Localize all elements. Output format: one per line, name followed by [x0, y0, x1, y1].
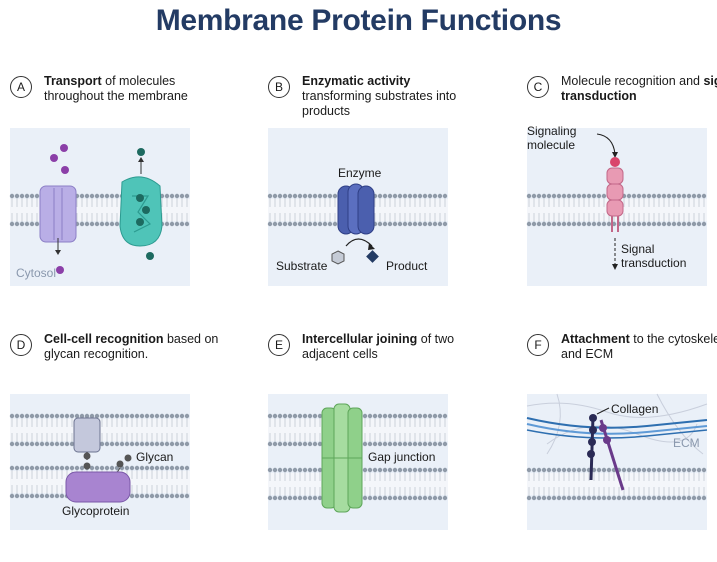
- panel-caption: Transport of molecules throughout the me…: [44, 74, 188, 103]
- membrane-diagram: [267, 403, 448, 513]
- cytosol-label: Cytosol: [16, 266, 57, 280]
- glycan-bead: [83, 452, 91, 460]
- membrane-scene: Signaling molecule Signal transduction: [526, 124, 707, 286]
- page-title: Membrane Protein Functions: [155, 4, 562, 37]
- substrate-label: Substrate: [276, 259, 328, 273]
- membrane-diagram: [9, 144, 190, 274]
- molecule: [142, 206, 150, 214]
- molecule: [146, 252, 154, 260]
- panel-letter: D: [10, 334, 32, 356]
- panel-caption: Intercellular joining of two adjacent ce…: [302, 332, 455, 361]
- gap-junction-label: Gap junction: [368, 450, 436, 464]
- enzyme-label: Enzyme: [338, 166, 382, 180]
- lipid-bilayer: [9, 193, 190, 227]
- membrane-scene: Collagen ECM: [526, 393, 708, 530]
- panel-letter: C: [527, 76, 549, 98]
- lipid-bilayer: [526, 467, 707, 501]
- panel-intercellular: E Intercellular joining of two adjacent …: [264, 332, 484, 562]
- signaling-molecule: [610, 157, 620, 167]
- receptor-protein: [606, 167, 624, 232]
- membrane-scene: Glycan Glycoprotein: [9, 394, 190, 530]
- panel-letter: A: [10, 76, 32, 98]
- molecule: [136, 194, 144, 202]
- gap-junction: [321, 403, 363, 513]
- panel-signal: C Molecule recognition and signal transd…: [523, 74, 717, 304]
- glycoprotein-label: Glycoprotein: [62, 504, 130, 518]
- molecule: [61, 166, 69, 174]
- membrane-diagram: [526, 393, 708, 501]
- signaling-molecule-label: Signaling molecule: [527, 124, 577, 152]
- panel-transport: A Transport of molecules throughout the …: [6, 74, 226, 304]
- glycan-bead: [83, 462, 91, 470]
- carrier-protein: [119, 176, 163, 247]
- membrane-diagram: [526, 133, 707, 270]
- receptor-protein: [73, 417, 101, 453]
- collagen-fibers: [526, 417, 708, 439]
- integrin-protein: [587, 414, 625, 491]
- molecule: [137, 148, 145, 156]
- product-label: Product: [386, 259, 428, 273]
- panel-cell-recognition: D Cell-cell recognition based on glycan …: [6, 332, 226, 562]
- molecule: [50, 154, 58, 162]
- channel-protein: [39, 185, 77, 243]
- membrane-scene: Cytosol: [9, 128, 190, 286]
- substrate-shape: [331, 250, 345, 265]
- membrane-diagram: [9, 413, 190, 503]
- panel-attachment: F Attachment to the cytoskeleton and ECM: [523, 332, 717, 562]
- glycan-bead: [116, 460, 124, 468]
- molecule: [60, 144, 68, 152]
- membrane-scene: Gap junction: [267, 394, 448, 530]
- panel-caption: Molecule recognition and signal transduc…: [561, 74, 717, 103]
- molecule: [56, 266, 64, 274]
- panel-letter: B: [268, 76, 290, 98]
- glycan-bead: [124, 454, 132, 462]
- product-shape: [366, 250, 379, 263]
- panel-caption: Enzymatic activity transforming substrat…: [302, 74, 457, 118]
- ecm-label: ECM: [673, 436, 700, 450]
- panel-letter: E: [268, 334, 290, 356]
- membrane-diagram: [267, 183, 448, 265]
- glycan-label: Glycan: [136, 450, 174, 464]
- signal-transduction-label: Signal transduction: [621, 242, 687, 270]
- collagen-label: Collagen: [611, 402, 659, 416]
- panel-caption: Cell-cell recognition based on glycan re…: [44, 332, 219, 361]
- membrane-scene: Enzyme Substrate Product: [267, 128, 448, 286]
- panel-letter: F: [527, 334, 549, 356]
- glycoprotein: [65, 471, 131, 503]
- molecule: [136, 218, 144, 226]
- panel-caption: Attachment to the cytoskeleton and ECM: [561, 332, 717, 361]
- enzyme-protein: [337, 183, 375, 235]
- panel-enzymatic: B Enzymatic activity transforming substr…: [264, 74, 484, 304]
